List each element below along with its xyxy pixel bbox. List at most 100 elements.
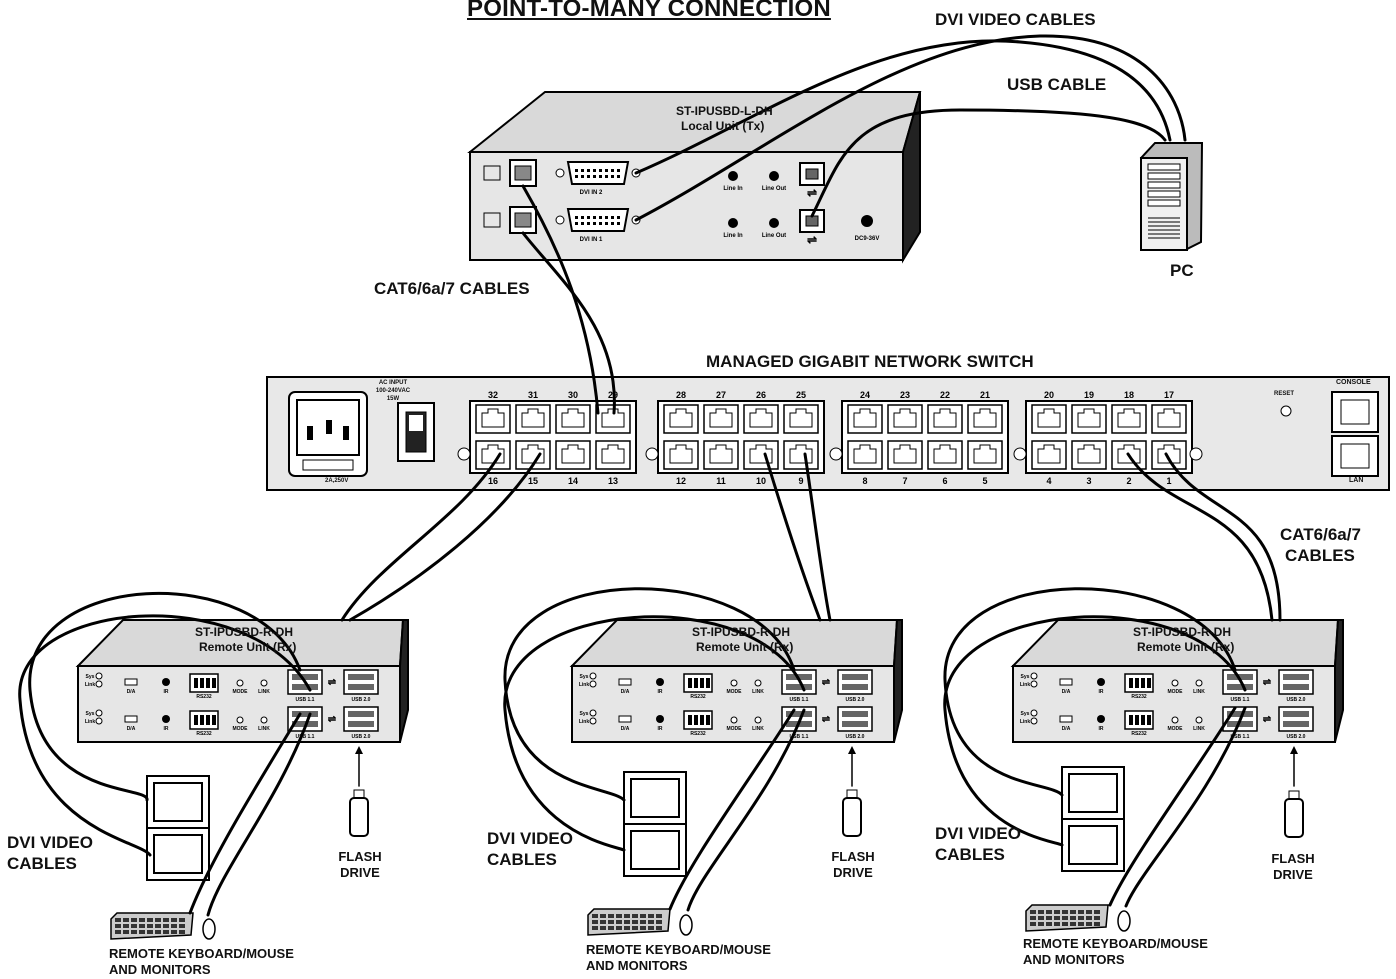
port-number-top: 28 — [676, 390, 686, 400]
keyboard-key — [147, 924, 153, 928]
port-number-bottom: 14 — [568, 476, 578, 486]
dvi-video-cable — [18, 614, 312, 857]
mode-button — [236, 679, 244, 687]
keyboard-key — [1054, 922, 1060, 926]
usb20-ports — [837, 669, 873, 695]
rs232-pin — [706, 715, 710, 725]
mode-label: MODE — [1168, 689, 1184, 695]
dvi-pin — [617, 169, 620, 172]
usb20-socket — [1283, 684, 1309, 690]
keyboard-key — [1062, 916, 1068, 920]
flash-arrow-head — [848, 746, 856, 754]
link-button — [1195, 679, 1203, 687]
flash-drive-right-line1: FLASH — [1271, 851, 1315, 866]
dvi-video-cables-mid-line1: DVI VIDEO — [487, 829, 573, 848]
usb20-socket — [348, 684, 374, 690]
sys-led — [589, 709, 597, 717]
rs232-pin — [194, 715, 198, 725]
dvi-pin — [617, 216, 620, 219]
switch-port-socket — [1037, 408, 1061, 428]
port-number-top: 17 — [1164, 390, 1174, 400]
flash-drive-mid-line1: FLASH — [831, 849, 875, 864]
keyboard-key — [600, 920, 606, 924]
dvi-video-cables-right-line2: CABLES — [935, 845, 1005, 864]
mode-label: MODE — [1168, 726, 1184, 732]
dvi-video-cable — [634, 34, 1187, 222]
keyboard-key — [616, 914, 622, 918]
keyboard-key — [171, 918, 177, 922]
ir-label: IR — [658, 726, 663, 732]
pc-bay — [1147, 190, 1181, 198]
dvi-pin — [611, 222, 614, 225]
rs232-pin — [1141, 715, 1145, 725]
link-label: Link — [85, 719, 95, 725]
port-number-bottom: 8 — [862, 476, 867, 486]
sys-label: Sys — [580, 674, 589, 680]
switch-port-socket — [709, 408, 733, 428]
mode-button — [1171, 716, 1179, 724]
remote-kbm-right-line2: AND MONITORS — [1023, 952, 1125, 967]
dvi-screw — [555, 215, 565, 225]
usb-cable — [668, 708, 796, 911]
usb11-label: USB 1.1 — [296, 697, 315, 703]
keyboard-key — [1078, 916, 1084, 920]
port-number-top: 21 — [980, 390, 990, 400]
switch-port-socket — [1157, 444, 1181, 464]
rs232-pin — [706, 678, 710, 688]
usb-cable — [188, 712, 302, 915]
da-switch — [1059, 678, 1073, 686]
dvi-pin — [605, 216, 608, 219]
port-number-top: 23 — [900, 390, 910, 400]
remote-kbm-left-line1: REMOTE KEYBOARD/MOUSE — [109, 946, 294, 961]
switch-port-socket — [669, 408, 693, 428]
link-led-label: LINK — [1193, 726, 1205, 732]
switch-port-socket — [749, 444, 773, 464]
switch-port-socket — [933, 444, 957, 464]
cat-cable — [340, 452, 502, 622]
dvi-pin — [593, 169, 596, 172]
link-label: Link — [85, 682, 95, 688]
usb-cable — [206, 712, 312, 917]
keyboard-key — [624, 920, 630, 924]
line-out-jack — [769, 218, 779, 228]
keyboard-key — [592, 926, 598, 930]
da-switch — [124, 715, 138, 723]
link-led — [1030, 717, 1038, 725]
rs232-pin — [212, 678, 216, 688]
usb20-ports — [1278, 706, 1314, 732]
dvi-pin — [605, 169, 608, 172]
port-number-top: 31 — [528, 390, 538, 400]
network-icon — [483, 212, 501, 228]
remote-kbm-right-line1: REMOTE KEYBOARD/MOUSE — [1023, 936, 1208, 951]
rs232-label: RS232 — [690, 694, 706, 700]
switch-port-socket — [561, 408, 585, 428]
dvi-pin — [599, 175, 602, 178]
rs232-pin — [700, 678, 704, 688]
flash-drive-right — [1284, 790, 1304, 838]
keyboard-key — [608, 926, 614, 930]
monitor-screen — [1068, 825, 1118, 865]
switch-port-socket — [1117, 408, 1141, 428]
keyboard-key — [608, 920, 614, 924]
switch-port-socket — [709, 444, 733, 464]
port-number-bottom: 10 — [756, 476, 766, 486]
flash-drive-body — [842, 797, 862, 837]
keyboard-key — [1054, 916, 1060, 920]
line-in-jack — [728, 218, 738, 228]
console-socket — [1340, 399, 1370, 425]
remote-kbm-mid-line1: REMOTE KEYBOARD/MOUSE — [586, 942, 771, 957]
switch-port-socket — [1157, 408, 1181, 428]
dvi-connector — [566, 208, 630, 232]
usb20-label: USB 2.0 — [846, 697, 865, 703]
port-number-bottom: 16 — [488, 476, 498, 486]
usb20-ports — [343, 706, 379, 732]
keyboard-key — [1094, 916, 1100, 920]
ac-pin — [326, 420, 332, 434]
rs232-pin — [1147, 715, 1151, 725]
switch-port-socket — [1117, 444, 1141, 464]
port-number-top: 30 — [568, 390, 578, 400]
monitor-screen — [153, 782, 203, 822]
keyboard-key — [163, 930, 169, 934]
